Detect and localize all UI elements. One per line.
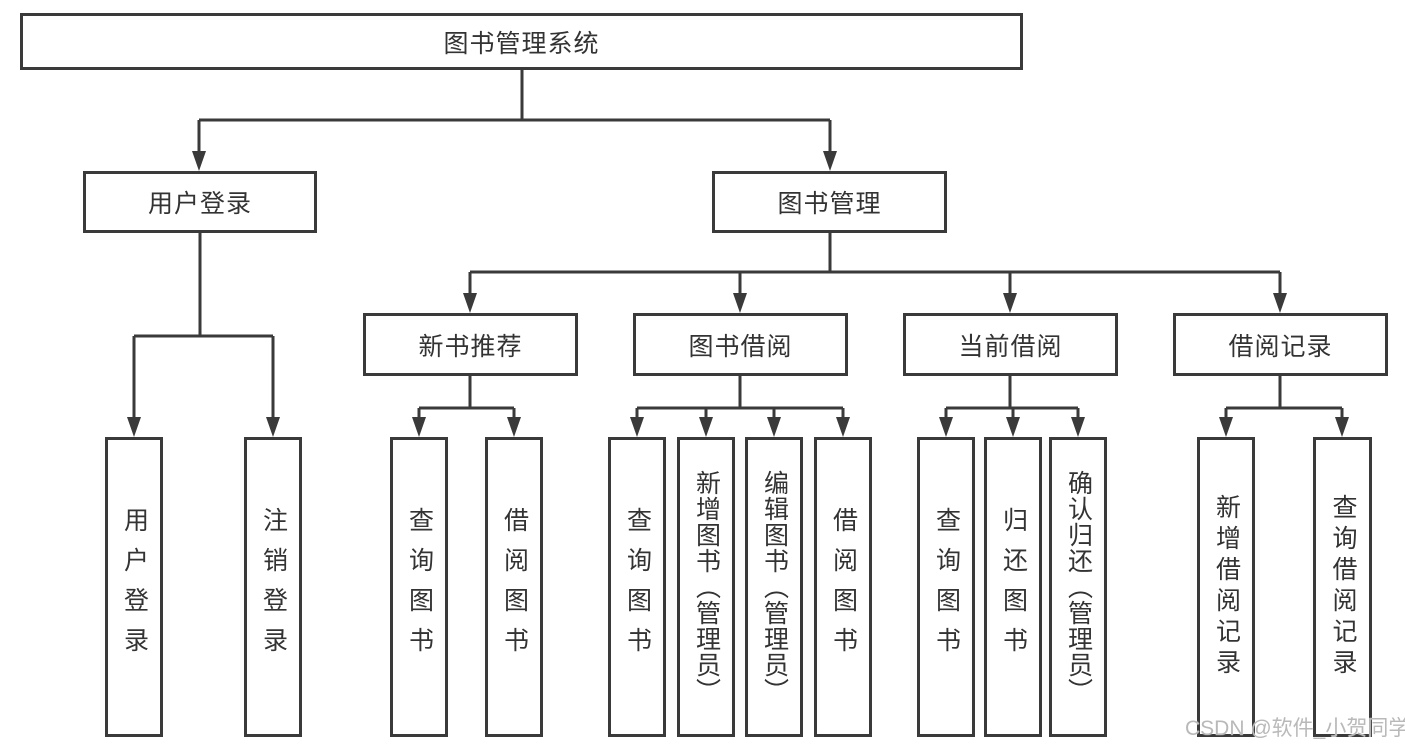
connector-current-borrow-branch	[944, 376, 1080, 419]
csdn-watermark: CSDN @软件_小贺同学	[1185, 717, 1405, 740]
leaf-add-borrow-record: 新增借阅记录	[1197, 437, 1255, 737]
leaf-query-borrow-record: 查询借阅记录	[1313, 437, 1372, 737]
leaf-label: 归还图书	[999, 507, 1028, 667]
node-book-borrowing: 图书借阅	[633, 313, 848, 376]
leaf-query-books-3: 查询图书	[917, 437, 975, 737]
leaf-label: 用户登录	[120, 507, 149, 667]
node-label: 图书借阅	[688, 332, 793, 361]
leaf-confirm-return-admin: 确认归还（管理员）	[1049, 437, 1107, 737]
connector-book-mgmt-to-level3	[468, 233, 1282, 294]
leaf-query-books-2: 查询图书	[608, 437, 666, 737]
leaf-borrow-books-2: 借阅图书	[814, 437, 872, 737]
leaf-label: 借阅图书	[500, 507, 529, 667]
leaf-label: 查询借阅记录	[1329, 494, 1357, 680]
node-book-management: 图书管理	[712, 171, 947, 233]
leaf-label: 确认归还（管理员）	[1064, 470, 1093, 704]
leaf-label: 新增图书（管理员）	[692, 470, 721, 704]
leaf-return-books: 归还图书	[984, 437, 1042, 737]
leaf-borrow-books-1: 借阅图书	[485, 437, 543, 737]
connector-user-login-branch	[132, 233, 275, 418]
connector-book-borrow-branch	[635, 376, 845, 419]
node-label: 图书管理	[777, 190, 882, 218]
leaf-label: 查询图书	[932, 507, 961, 667]
leaf-label: 查询图书	[405, 507, 434, 667]
leaf-query-books-1: 查询图书	[390, 437, 448, 737]
connector-new-book-branch	[417, 376, 516, 419]
node-label: 借阅记录	[1228, 332, 1333, 361]
leaf-label: 借阅图书	[829, 507, 858, 667]
node-root-library-system: 图书管理系统	[20, 13, 1023, 70]
node-label: 当前借阅	[958, 332, 1063, 361]
leaf-label: 查询图书	[623, 507, 652, 667]
leaf-add-books-admin: 新增图书（管理员）	[677, 437, 735, 737]
connector-borrow-record-branch	[1224, 376, 1344, 419]
node-borrow-records: 借阅记录	[1173, 313, 1388, 376]
node-label: 用户登录	[147, 190, 252, 218]
leaf-edit-books-admin: 编辑图书（管理员）	[745, 437, 803, 737]
leaf-label: 编辑图书（管理员）	[760, 470, 789, 704]
leaf-user-login: 用户登录	[105, 437, 163, 737]
node-user-login: 用户登录	[83, 171, 317, 233]
connector-root-to-level2	[197, 70, 832, 152]
leaf-label: 新增借阅记录	[1212, 494, 1241, 680]
leaf-logout: 注销登录	[244, 437, 302, 737]
node-new-book-recommend: 新书推荐	[363, 313, 578, 376]
leaf-label: 注销登录	[259, 507, 288, 667]
node-current-borrowing: 当前借阅	[903, 313, 1118, 376]
node-label: 新书推荐	[418, 332, 523, 361]
node-root-label: 图书管理系统	[443, 29, 600, 58]
